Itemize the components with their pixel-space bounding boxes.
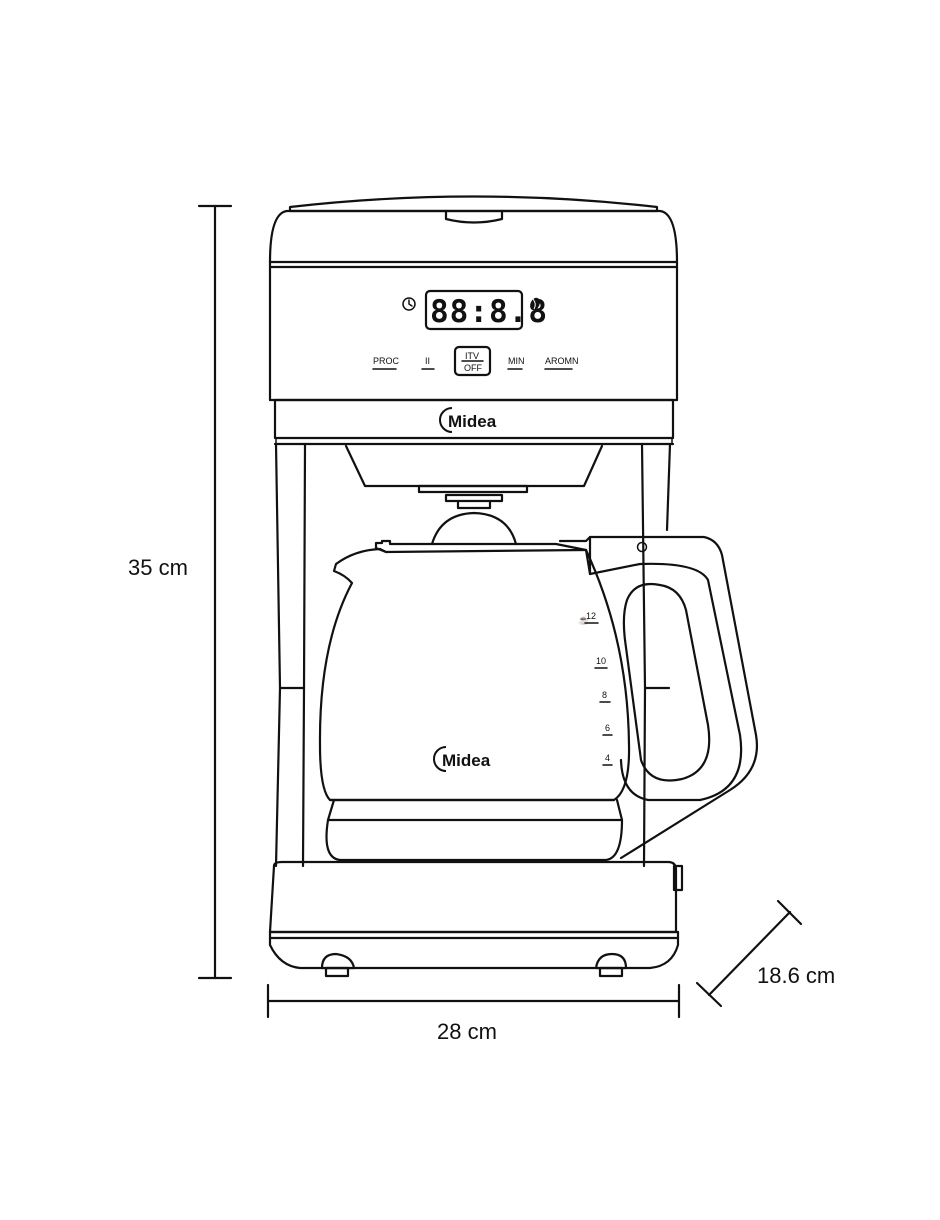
volume-scale: ☕ 12 10 8 6 4	[578, 611, 613, 766]
brand-band: Midea	[273, 398, 675, 446]
coffee-bean-icon	[530, 297, 540, 311]
on-off-bottom-label: OFF	[464, 363, 482, 373]
scale-mark-8: 8	[602, 690, 607, 700]
depth-dimension: 18.6 cm	[695, 899, 835, 1008]
panel-brand-logo: Midea	[448, 412, 497, 431]
carafe: ☕ 12 10 8 6 4 Midea	[318, 511, 631, 862]
scale-mark-6: 6	[605, 723, 610, 733]
proc-button[interactable]: PROC	[372, 356, 400, 370]
display-panel: 88:8.8	[402, 289, 548, 331]
height-label: 35 cm	[128, 555, 188, 580]
scale-mark-10: 10	[596, 656, 606, 666]
midea-logo-mark	[439, 407, 453, 433]
carafe-handle[interactable]	[558, 535, 758, 860]
top-lid	[288, 195, 659, 224]
base	[268, 860, 684, 978]
control-buttons: PROC II ITV OFF MIN AROMN	[372, 345, 579, 377]
scale-mark-12: 12	[586, 611, 596, 621]
clock-readout: 88:8.8	[430, 294, 548, 330]
scale-mark-4: 4	[605, 753, 610, 763]
filter-basket	[344, 444, 604, 510]
cup-icon: ☕	[578, 614, 589, 625]
proc-button-label: PROC	[373, 356, 400, 366]
on-off-button[interactable]: ITV OFF	[453, 345, 492, 377]
aroma-button[interactable]: AROMN	[544, 356, 579, 370]
aroma-button-label: AROMN	[545, 356, 579, 366]
left-foot	[320, 952, 356, 970]
width-label: 28 cm	[437, 1019, 497, 1044]
height-dimension: 35 cm	[128, 204, 233, 980]
carafe-logo-mark	[433, 746, 447, 772]
on-off-top-label: ITV	[465, 351, 479, 361]
clock-icon	[402, 297, 416, 311]
width-dimension: 28 cm	[266, 983, 681, 1044]
depth-label: 18.6 cm	[757, 963, 835, 988]
carafe-brand-logo: Midea	[442, 751, 491, 770]
right-foot	[594, 952, 628, 970]
pause-button-label: II	[425, 356, 430, 366]
pause-button[interactable]: II	[421, 356, 435, 370]
min-button-label: MIN	[508, 356, 525, 366]
side-columns	[274, 442, 672, 868]
min-button[interactable]: MIN	[507, 356, 525, 370]
